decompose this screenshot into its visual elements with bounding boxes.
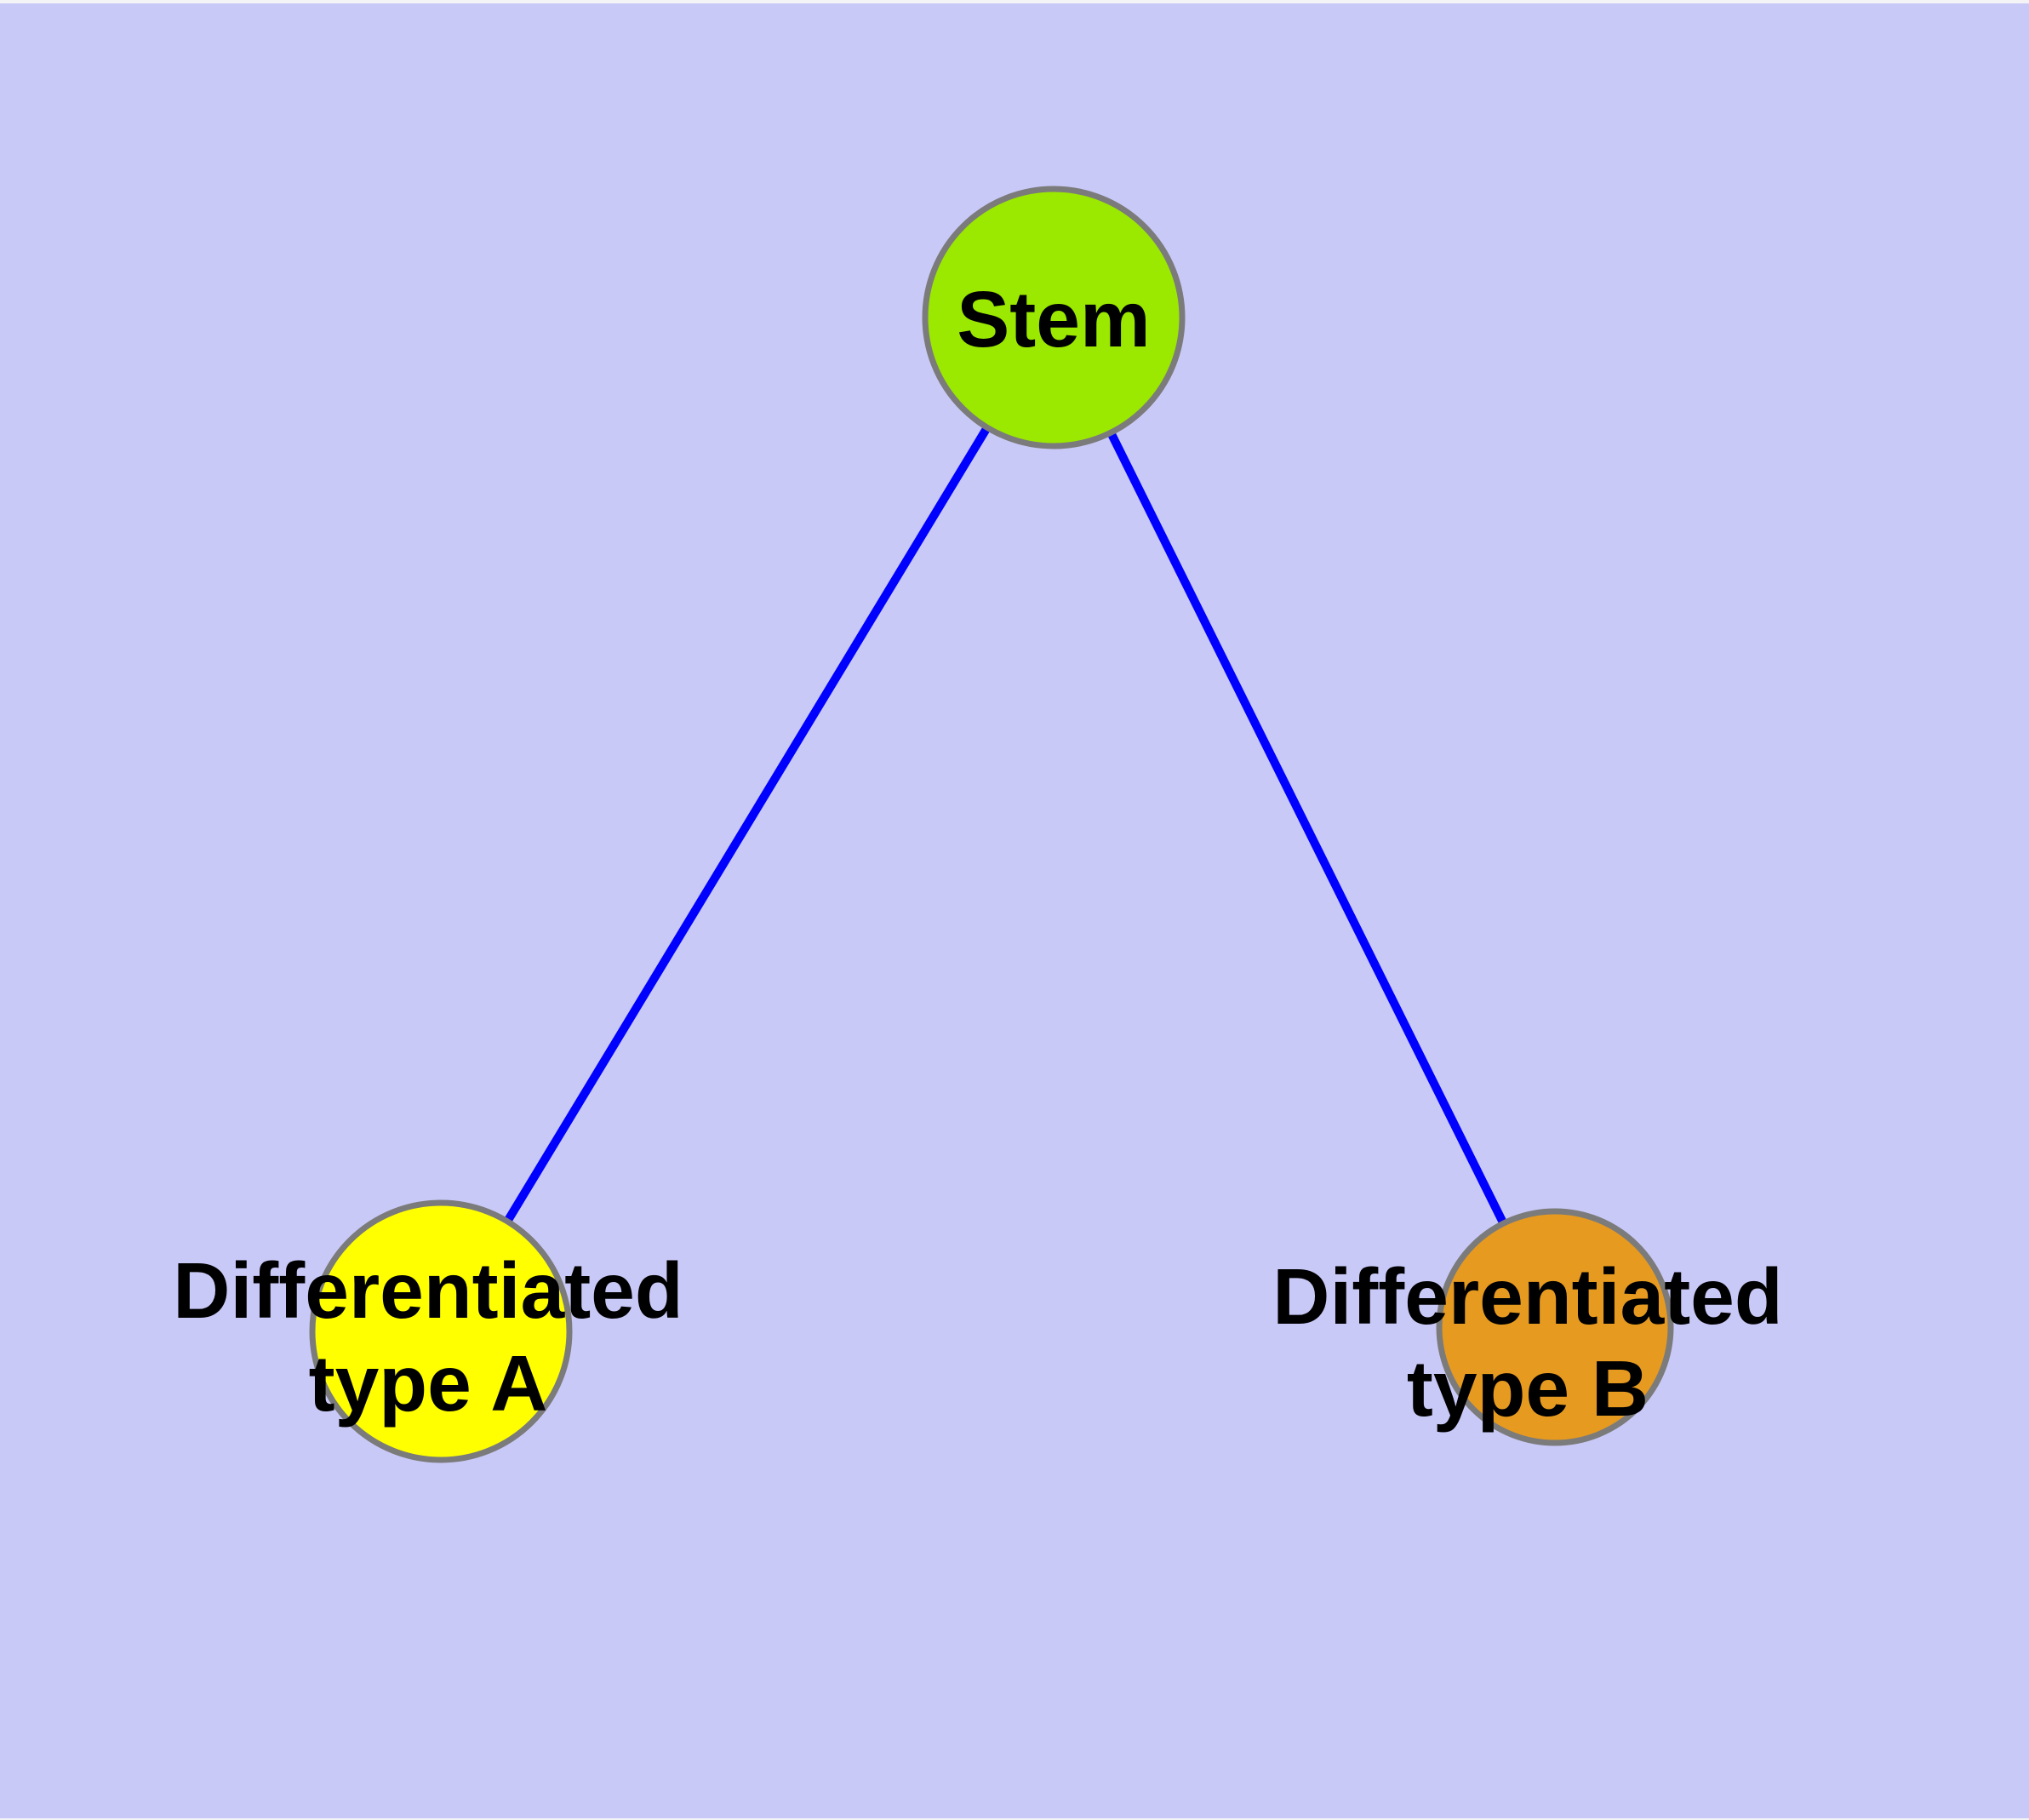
node-stem bbox=[922, 186, 1186, 449]
edge-stem-to-type-a bbox=[437, 315, 1058, 1334]
node-differentiated-type-a-label-line2: type A bbox=[309, 1339, 548, 1428]
node-differentiated-type-a bbox=[309, 1199, 573, 1463]
edge-stem-to-type-b bbox=[1049, 315, 1559, 1330]
node-stem-label: Stem bbox=[957, 275, 1150, 363]
node-differentiated-type-b bbox=[1436, 1208, 1674, 1446]
node-differentiated-type-b-label-line2: type B bbox=[1407, 1344, 1649, 1433]
node-differentiated-type-b-label-line1: Differentiated bbox=[1272, 1252, 1782, 1341]
node-differentiated-type-a-label-line1: Differentiated bbox=[173, 1246, 683, 1335]
